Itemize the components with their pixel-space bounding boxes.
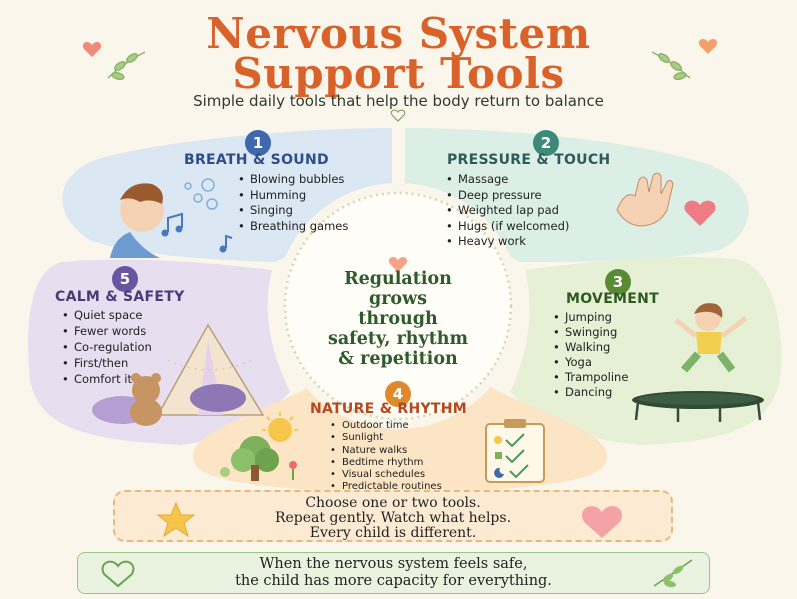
list-item: Trampoline bbox=[551, 370, 628, 385]
center-line: safety, rhythm bbox=[327, 329, 469, 349]
list-item: Fewer words bbox=[60, 323, 156, 339]
leaf-sprig-left-icon bbox=[107, 51, 146, 81]
section-1-title: BREATH & SOUND bbox=[184, 152, 329, 168]
list-item: Hugs (if welcomed) bbox=[444, 219, 569, 235]
child-on-trampoline-icon bbox=[632, 303, 764, 422]
list-item: First/then bbox=[60, 355, 156, 371]
section-2-title: PRESSURE & TOUCH bbox=[447, 152, 611, 168]
section-5-title: CALM & SAFETY bbox=[55, 289, 185, 305]
tips-line: Choose one or two tools. bbox=[305, 495, 481, 511]
list-item: Breathing games bbox=[236, 219, 348, 235]
section-3-list: Jumping Swinging Walking Yoga Trampoline… bbox=[551, 310, 628, 400]
leaf-sprig-right-icon bbox=[651, 51, 691, 81]
tips-box: Choose one or two tools. Repeat gently. … bbox=[113, 490, 673, 542]
list-item: Visual schedules bbox=[328, 469, 442, 482]
footer-leaf-sprig-icon bbox=[653, 559, 693, 588]
list-item: Blowing bubbles bbox=[236, 172, 348, 188]
list-item: Predictable routines bbox=[328, 481, 442, 494]
page-subtitle: Simple daily tools that help the body re… bbox=[193, 92, 604, 110]
list-item: Walking bbox=[551, 340, 628, 355]
list-item: Dancing bbox=[551, 385, 628, 400]
green-heart-icon bbox=[101, 560, 135, 588]
center-line: Regulation bbox=[344, 269, 452, 289]
sun-and-tree-icon bbox=[220, 412, 298, 481]
page-title-line2: Support Tools bbox=[232, 49, 565, 98]
footer-line: When the nervous system feels safe, bbox=[259, 556, 528, 572]
section-1-list: Blowing bubbles Humming Singing Breathin… bbox=[236, 172, 348, 234]
section-1-number: 1 bbox=[245, 130, 271, 156]
list-item: Weighted lap pad bbox=[444, 203, 569, 219]
section-4-title: NATURE & RHYTHM bbox=[310, 401, 468, 417]
section-2-number: 2 bbox=[533, 130, 559, 156]
section-2-list: Massage Deep pressure Weighted lap pad H… bbox=[444, 172, 569, 250]
list-item: Sunlight bbox=[328, 432, 442, 445]
list-item: Nature walks bbox=[328, 445, 442, 458]
star-icon bbox=[156, 501, 196, 538]
center-line: through bbox=[358, 309, 438, 329]
list-item: Humming bbox=[236, 188, 348, 204]
footer-box: When the nervous system feels safe, the … bbox=[77, 552, 710, 594]
visual-schedule-clipboard-icon bbox=[485, 419, 545, 483]
list-item: Massage bbox=[444, 172, 569, 188]
section-3-number: 3 bbox=[605, 269, 631, 295]
list-item: Quiet space bbox=[60, 307, 156, 323]
subtitle-heart-icon bbox=[390, 109, 406, 122]
page-title-line1: Nervous System bbox=[206, 9, 591, 58]
list-item: Swinging bbox=[551, 325, 628, 340]
center-line: & repetition bbox=[338, 349, 458, 369]
top-left-heart-icon bbox=[82, 42, 102, 57]
tips-line: Repeat gently. Watch what helps. bbox=[274, 510, 512, 526]
list-item: Outdoor time bbox=[328, 420, 442, 433]
list-item: Heavy work bbox=[444, 234, 569, 250]
list-item: Deep pressure bbox=[444, 188, 569, 204]
center-message: Regulation grows through safety, rhythm … bbox=[308, 269, 488, 369]
list-item: Co-regulation bbox=[60, 339, 156, 355]
hand-and-heart-icon bbox=[616, 172, 716, 227]
list-item: Singing bbox=[236, 203, 348, 219]
list-item: Yoga bbox=[551, 355, 628, 370]
child-blowing-bubbles-icon bbox=[110, 178, 233, 258]
list-item: Bedtime rhythm bbox=[328, 457, 442, 470]
center-line: grows bbox=[368, 289, 428, 309]
pink-heart-icon bbox=[581, 506, 623, 538]
teepee-and-teddy-icon bbox=[92, 323, 265, 426]
list-item: Jumping bbox=[551, 310, 628, 325]
tips-line: Every child is different. bbox=[309, 525, 477, 541]
top-right-heart-icon bbox=[698, 39, 718, 54]
section-4-number: 4 bbox=[385, 381, 411, 407]
section-3-title: MOVEMENT bbox=[566, 291, 660, 307]
section-4-list: Outdoor time Sunlight Nature walks Bedti… bbox=[328, 420, 442, 494]
center-heart-icon bbox=[388, 257, 408, 272]
section-5-number: 5 bbox=[112, 266, 138, 292]
footer-line: the child has more capacity for everythi… bbox=[235, 573, 552, 589]
